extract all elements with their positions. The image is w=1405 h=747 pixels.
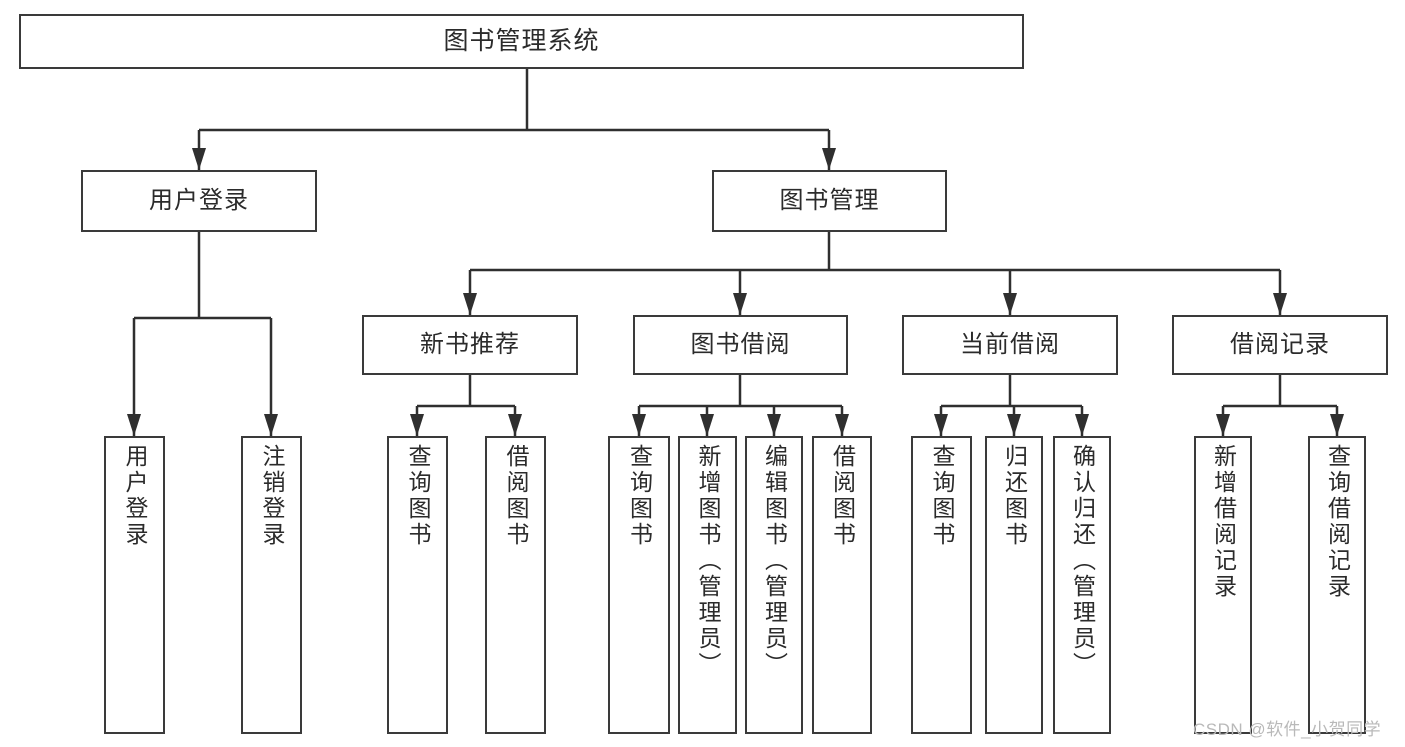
node-borrow-record[interactable]: 借阅记录 xyxy=(1172,315,1388,375)
node-leaf-rec-query[interactable]: 查询图书 xyxy=(387,436,448,734)
arrow-head-icon xyxy=(934,414,948,436)
node-label: 新增图书（管理员） xyxy=(695,444,721,678)
arrow-head-icon xyxy=(1075,414,1089,436)
arrow-head-icon xyxy=(410,414,424,436)
node-current-borrow[interactable]: 当前借阅 xyxy=(902,315,1118,375)
arrow-head-icon xyxy=(700,414,714,436)
node-root[interactable]: 图书管理系统 xyxy=(19,14,1024,69)
arrow-head-icon xyxy=(822,148,836,170)
node-label: 查询图书 xyxy=(405,444,431,548)
node-leaf-cb-confirm[interactable]: 确认归还（管理员） xyxy=(1053,436,1111,734)
arrow-head-icon xyxy=(632,414,646,436)
node-label: 新增借阅记录 xyxy=(1210,444,1237,600)
arrow-head-icon xyxy=(1273,293,1287,315)
node-leaf-bb-borrow[interactable]: 借阅图书 xyxy=(812,436,872,734)
node-label: 当前借阅 xyxy=(960,331,1060,359)
node-label: 用户登录 xyxy=(149,187,249,215)
arrow-head-icon xyxy=(192,148,206,170)
arrow-head-icon xyxy=(508,414,522,436)
node-leaf-cb-return[interactable]: 归还图书 xyxy=(985,436,1043,734)
arrow-head-icon xyxy=(127,414,141,436)
watermark-text: CSDN @软件_小贺同学 xyxy=(1193,720,1382,739)
node-leaf-bb-edit[interactable]: 编辑图书（管理员） xyxy=(745,436,803,734)
arrow-head-icon xyxy=(733,293,747,315)
node-leaf-cb-query[interactable]: 查询图书 xyxy=(911,436,972,734)
node-leaf-rec-borrow[interactable]: 借阅图书 xyxy=(485,436,546,734)
node-label: 查询借阅记录 xyxy=(1324,444,1351,600)
node-label: 图书借阅 xyxy=(690,331,791,359)
node-label: 借阅记录 xyxy=(1230,331,1330,359)
arrow-head-icon xyxy=(264,414,278,436)
node-label: 借阅图书 xyxy=(829,444,856,548)
node-leaf-user-login[interactable]: 用户登录 xyxy=(104,436,165,734)
node-book-manage[interactable]: 图书管理 xyxy=(712,170,947,232)
arrow-head-icon xyxy=(1003,293,1017,315)
node-label: 图书管理 xyxy=(779,187,880,215)
node-label: 图书管理系统 xyxy=(443,27,600,55)
node-label: 新书推荐 xyxy=(420,331,520,359)
arrow-head-icon xyxy=(1007,414,1021,436)
node-label: 用户登录 xyxy=(122,444,148,548)
node-label: 注销登录 xyxy=(259,444,285,548)
node-label: 确认归还（管理员） xyxy=(1069,444,1096,678)
node-new-book-rec[interactable]: 新书推荐 xyxy=(362,315,578,375)
node-user-login[interactable]: 用户登录 xyxy=(81,170,317,232)
node-label: 归还图书 xyxy=(1001,444,1028,548)
node-book-borrow[interactable]: 图书借阅 xyxy=(633,315,848,375)
arrow-head-icon xyxy=(767,414,781,436)
arrow-head-icon xyxy=(463,293,477,315)
node-leaf-br-query[interactable]: 查询借阅记录 xyxy=(1308,436,1366,734)
node-label: 编辑图书（管理员） xyxy=(761,444,788,678)
node-leaf-user-logout[interactable]: 注销登录 xyxy=(241,436,302,734)
node-label: 借阅图书 xyxy=(503,444,529,548)
node-leaf-bb-query[interactable]: 查询图书 xyxy=(608,436,670,734)
node-label: 查询图书 xyxy=(626,444,653,548)
node-leaf-bb-add[interactable]: 新增图书（管理员） xyxy=(678,436,737,734)
arrow-head-icon xyxy=(1330,414,1344,436)
node-label: 查询图书 xyxy=(929,444,955,548)
node-leaf-br-add[interactable]: 新增借阅记录 xyxy=(1194,436,1252,734)
arrow-head-icon xyxy=(835,414,849,436)
arrow-head-icon xyxy=(1216,414,1230,436)
